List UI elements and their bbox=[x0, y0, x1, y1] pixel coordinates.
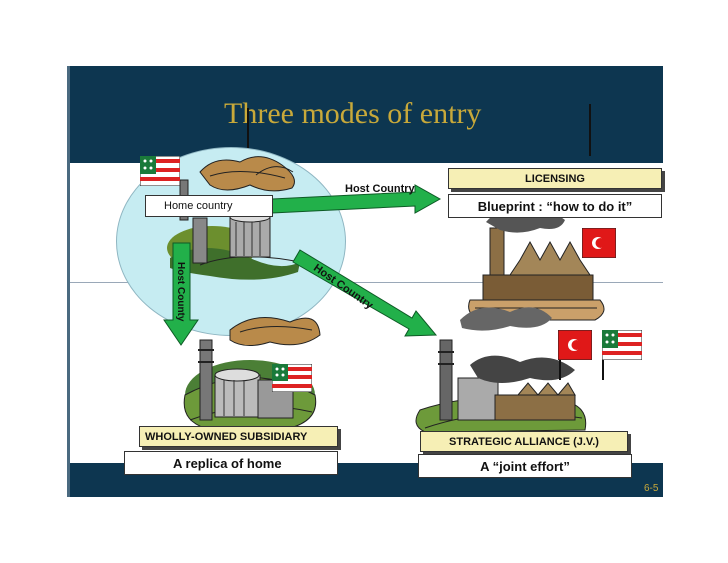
licensing-factory-icon bbox=[468, 208, 605, 321]
home-flag-icon bbox=[272, 364, 312, 392]
host-country-top-label: Host Country bbox=[345, 183, 415, 195]
title-bracket-right bbox=[589, 104, 591, 156]
host-county-vertical-label: Host County bbox=[175, 262, 186, 322]
joint-effort-label: A “joint effort” bbox=[418, 454, 632, 478]
arrow-diagonal-icon bbox=[292, 249, 438, 337]
slide-title: Three modes of entry bbox=[224, 97, 482, 130]
slide-edge bbox=[67, 66, 70, 497]
alliance-factory-icon bbox=[415, 307, 587, 433]
strategic-alliance-label: STRATEGIC ALLIANCE (J.V.) bbox=[420, 431, 628, 452]
title-bracket-left bbox=[247, 108, 249, 152]
panel-divider bbox=[70, 282, 663, 283]
arrow-right-icon bbox=[251, 184, 442, 215]
blueprint-label: Blueprint : “how to do it” bbox=[448, 194, 662, 218]
page-number: 6-5 bbox=[644, 483, 659, 494]
wholly-owned-label: WHOLLY-OWNED SUBSIDIARY bbox=[139, 426, 338, 447]
licensing-label: LICENSING bbox=[448, 168, 662, 189]
replica-label: A replica of home bbox=[124, 451, 338, 475]
home-flag-icon bbox=[140, 156, 180, 186]
home-flag-icon bbox=[602, 330, 642, 360]
host-flag-icon bbox=[582, 228, 616, 258]
arrow-down-icon bbox=[163, 242, 199, 346]
host-flag-icon bbox=[558, 330, 592, 360]
home-country-label: Home country bbox=[145, 195, 273, 217]
